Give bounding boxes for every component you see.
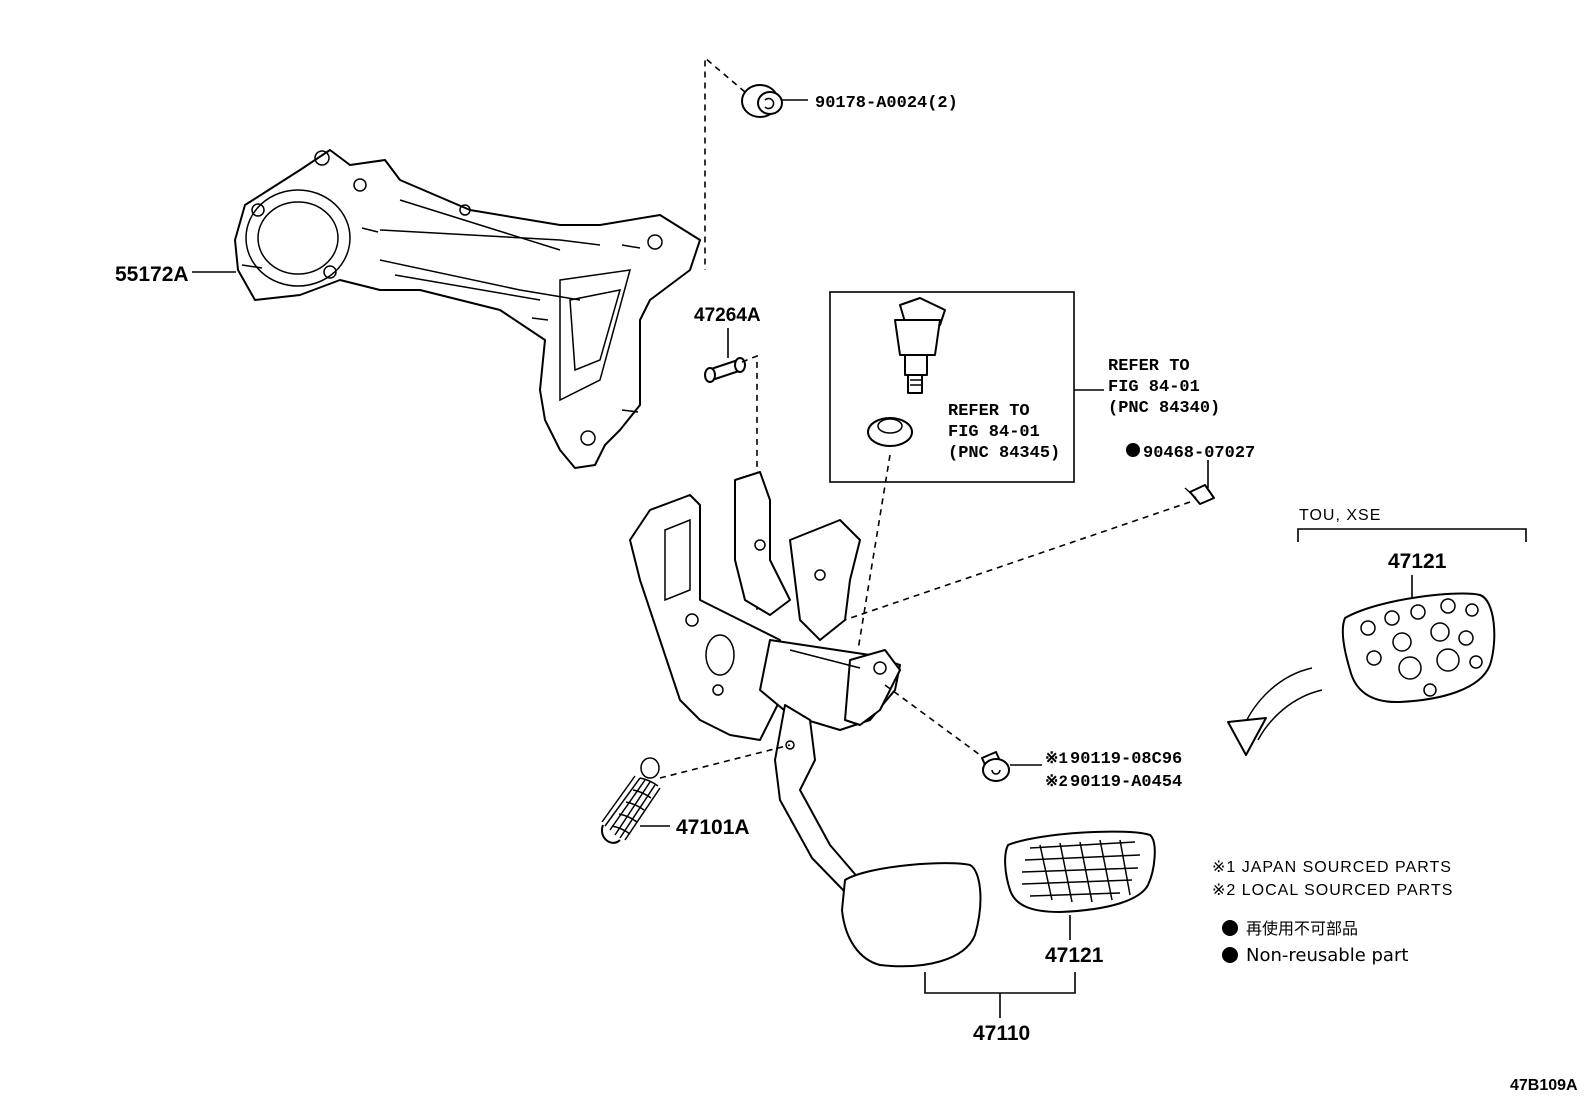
legend-non-reusable-jp: 再使用不可部品: [1246, 919, 1358, 938]
bolt-note-mark-1: ※1: [1045, 750, 1068, 768]
legend-non-reusable-en: Non-reusable part: [1246, 945, 1408, 966]
bolt-part-number-2: 90119-A0454: [1070, 773, 1182, 792]
nut-part[interactable]: [741, 84, 783, 118]
bolt-part-number-1: 90119-08C96: [1070, 750, 1182, 769]
cushion-refer-line2: FIG 84-01: [948, 423, 1040, 442]
variant-bracket-line: [1297, 528, 1527, 542]
pedal-assembly[interactable]: [629, 471, 982, 968]
pin-part-number: 47264A: [694, 305, 761, 326]
pedal-assy-part-number: 47110: [973, 1022, 1030, 1045]
legend-bullet-icon-jp: [1222, 920, 1238, 936]
stop-lamp-switch[interactable]: [894, 297, 946, 394]
switch-refer-line1: REFER TO: [1108, 357, 1190, 376]
non-reusable-bullet-icon: [1126, 443, 1140, 457]
replacement-arrow-icon: [1227, 667, 1323, 756]
bracket-part[interactable]: [234, 149, 701, 469]
bolt-part[interactable]: [981, 751, 1010, 782]
pedal-assy-bracket-line: [924, 972, 1076, 994]
switch-refer-line2: FIG 84-01: [1108, 378, 1200, 397]
cushion-refer-line1: REFER TO: [948, 402, 1030, 421]
pin-part[interactable]: [704, 357, 746, 383]
legend-bullet-icon-en: [1222, 947, 1238, 963]
pedal-pad-top[interactable]: [1341, 592, 1496, 704]
clip-part-number: 90468-07027: [1143, 444, 1255, 463]
note-local-sourced: ※2 LOCAL SOURCED PARTS: [1212, 882, 1453, 899]
figure-code: 47B109A: [1510, 1077, 1578, 1094]
bracket-part-number: 55172A: [115, 263, 189, 286]
switch-refer-line3: (PNC 84340): [1108, 399, 1220, 418]
note-japan-sourced: ※1 JAPAN SOURCED PARTS: [1212, 859, 1452, 876]
switch-cushion[interactable]: [867, 417, 913, 447]
spring-part-number: 47101A: [676, 816, 750, 839]
pad-top-part-number: 47121: [1388, 550, 1447, 573]
pedal-pad-bottom[interactable]: [1004, 830, 1156, 913]
clip-part[interactable]: [1184, 484, 1215, 505]
cushion-refer-line3: (PNC 84345): [948, 444, 1060, 463]
variant-label: TOU, XSE: [1299, 507, 1381, 524]
nut-part-number: 90178-A0024(2): [815, 94, 958, 113]
pad-bottom-part-number: 47121: [1045, 944, 1104, 967]
bolt-note-mark-2: ※2: [1045, 773, 1068, 791]
switch-reference-box: [829, 291, 1075, 483]
return-spring[interactable]: [600, 757, 661, 844]
